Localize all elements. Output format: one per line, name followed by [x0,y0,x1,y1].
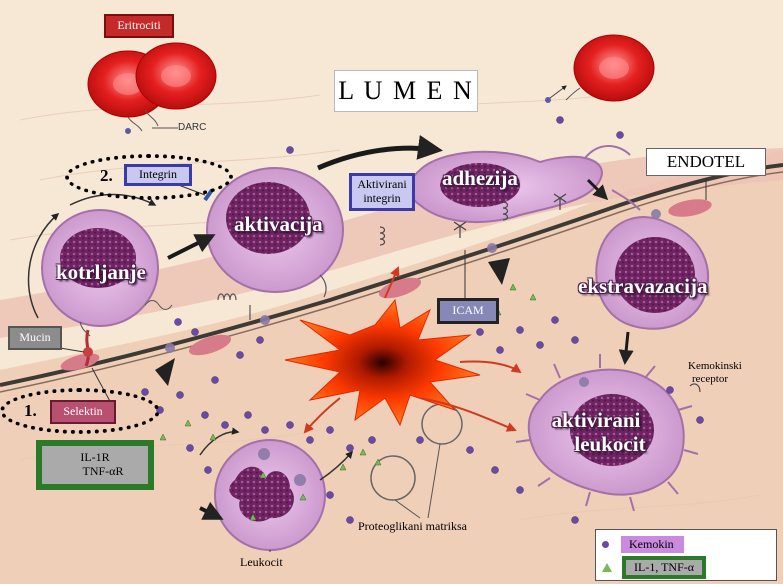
step-1-number: 1. [24,401,37,420]
legend: Kemokin IL-1, TNF-α [595,529,777,581]
aktivirani-leukocit-label: aktivirani leukocit [551,407,646,456]
legend-il1-label: IL-1, TNF-α [622,555,707,579]
ekstravazacija-label: ekstravazacija [578,274,708,298]
integrin-label: Integrin [124,164,192,186]
aktivirani-integrin-label: Aktivirani integrin [349,173,415,211]
legend-kemokin-label: Kemokin [621,535,684,553]
il1r-tnfar-label: IL-1R TNF-αR [36,440,154,490]
proteoglikani-label: Proteoglikani matriksa [358,519,467,533]
legend-il1-row: IL-1, TNF-α [602,555,707,579]
darc-label: DARC [178,122,207,133]
legend-kemokin-row: Kemokin [602,534,684,554]
leukocit-label: Leukocit [240,555,283,569]
selektin-label: Selektin [50,400,116,424]
aktivacija-label: aktivacija [234,212,323,236]
kotrljanje-label: kotrljanje [56,260,146,284]
il1-triangle-icon [602,562,612,572]
kemokinski-receptor-label: Kemokinski receptor [688,360,742,385]
integrin-highlight-ring [65,154,233,200]
icam-label: ICAM [437,298,499,324]
selektin-highlight-ring [0,388,160,434]
kemokin-dot-icon [602,540,609,548]
eritrociti-label: Eritrociti [104,14,174,38]
adhezija-label: adhezija [442,166,518,190]
step-2-number: 2. [100,166,113,185]
lumen-title: L U M E N [334,70,478,112]
mucin-label: Mucin [8,326,62,350]
endotel-label: ENDOTEL [646,148,766,176]
